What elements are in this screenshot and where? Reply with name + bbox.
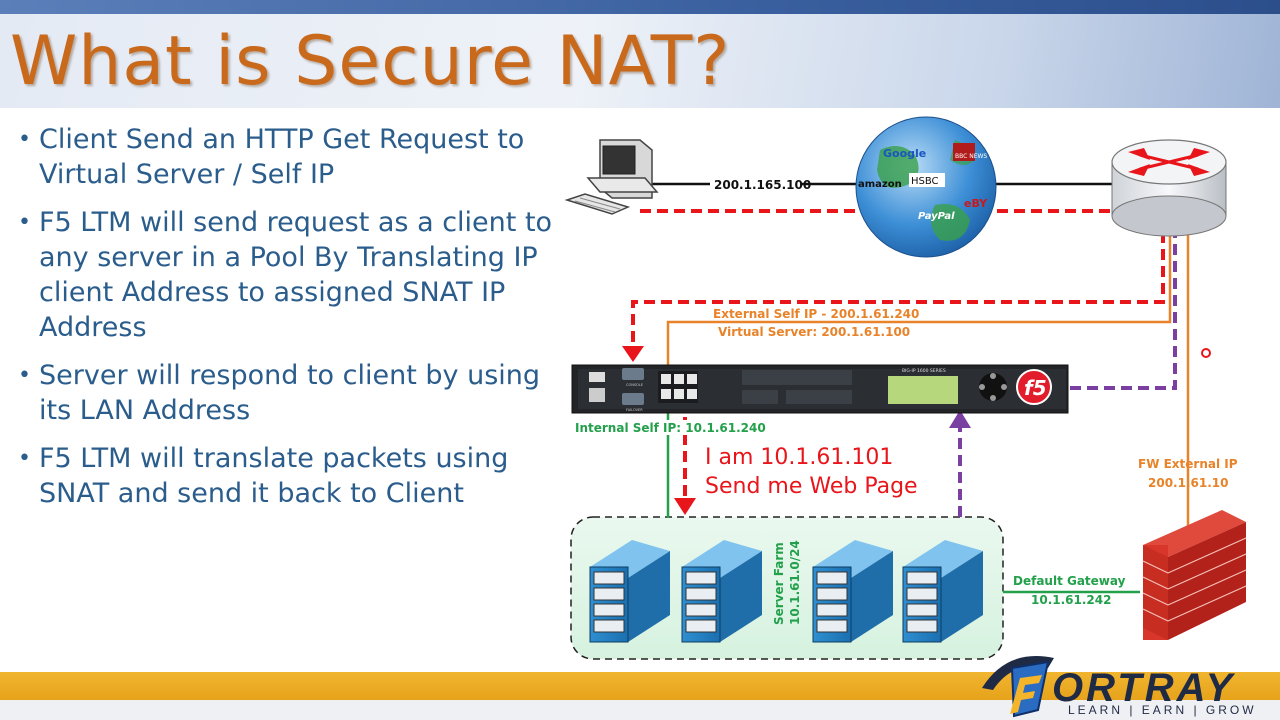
request-arrow-head: [622, 346, 644, 362]
fortray-logo-icon: [982, 656, 1054, 718]
return-path: [1070, 170, 1177, 390]
fortray-tagline: LEARN | EARN | GROW: [1068, 703, 1257, 717]
ebay-logo-text: eBY: [964, 197, 988, 210]
router-icon: [1111, 139, 1227, 237]
bbc-news-logo-text: BBC NEWS: [955, 153, 987, 160]
server-tower-icon: [681, 540, 762, 643]
default-gateway-ip-label: 10.1.61.242: [1031, 593, 1111, 607]
virtual-server-link: [666, 215, 1172, 366]
bullet-item: Client Send an HTTP Get Request to Virtu…: [18, 122, 558, 192]
amazon-logo-text: amazon: [858, 179, 902, 190]
client-link-ip-label: 200.1.165.100: [714, 178, 811, 192]
hsbc-logo-text: HSBC: [911, 176, 939, 187]
google-logo-text: Google: [883, 147, 926, 160]
virtual-server-label: Virtual Server: 200.1.61.100: [718, 325, 910, 339]
bullet-item: Server will respond to client by using i…: [18, 358, 558, 428]
pointer-dot: [1201, 348, 1211, 358]
internal-self-ip-label: Internal Self IP: 10.1.61.240: [575, 421, 766, 435]
fw-external-label: FW External IP: [1138, 457, 1238, 471]
fortray-logo-text: ORTRAY: [1052, 666, 1236, 710]
slide-title: What is Secure NAT?: [10, 22, 731, 101]
title-band: [0, 0, 1280, 108]
fw-external-ip-label: 200.1.61.10: [1148, 476, 1228, 490]
device-model-label: BIG-IP 1600 SERIES: [902, 368, 946, 374]
server-request-arrow-head: [674, 498, 696, 515]
failover-port-label: FAILOVER: [626, 408, 643, 412]
f5-bigip-appliance: CONSOLE FAILOVER BIG-IP 1600 SERIES f5: [571, 364, 1069, 414]
server-tower-icon: [902, 540, 983, 643]
bullet-item: F5 LTM will send request as a client to …: [18, 205, 558, 345]
server-farm-subnet-label: 10.1.61.0/24: [788, 540, 802, 625]
paypal-logo-text: PayPal: [918, 211, 955, 222]
server-farm-zone: [570, 516, 1004, 660]
client-computer-icon: [564, 139, 659, 215]
server-message-line1: I am 10.1.61.101: [705, 445, 893, 470]
server-tower-icon: [812, 540, 893, 643]
f5-badge-text: f5: [1024, 376, 1047, 400]
bullet-list: Client Send an HTTP Get Request to Virtu…: [18, 122, 558, 524]
footer-strip: [0, 700, 1280, 720]
bullet-item: F5 LTM will translate packets using SNAT…: [18, 441, 558, 511]
default-gateway-label: Default Gateway: [1013, 574, 1126, 588]
server-farm-label: Server Farm: [772, 542, 786, 625]
external-self-ip-label: External Self IP - 200.1.61.240: [713, 307, 919, 321]
server-message-line2: Send me Web Page: [705, 474, 918, 499]
server-tower-icon: [589, 540, 670, 643]
internet-globe-icon: Google BBC NEWS amazon HSBC eBY PayPal: [855, 116, 997, 258]
response-arrow-head: [949, 410, 971, 428]
console-port-label: CONSOLE: [626, 383, 643, 387]
firewall-icon: [1142, 510, 1247, 640]
